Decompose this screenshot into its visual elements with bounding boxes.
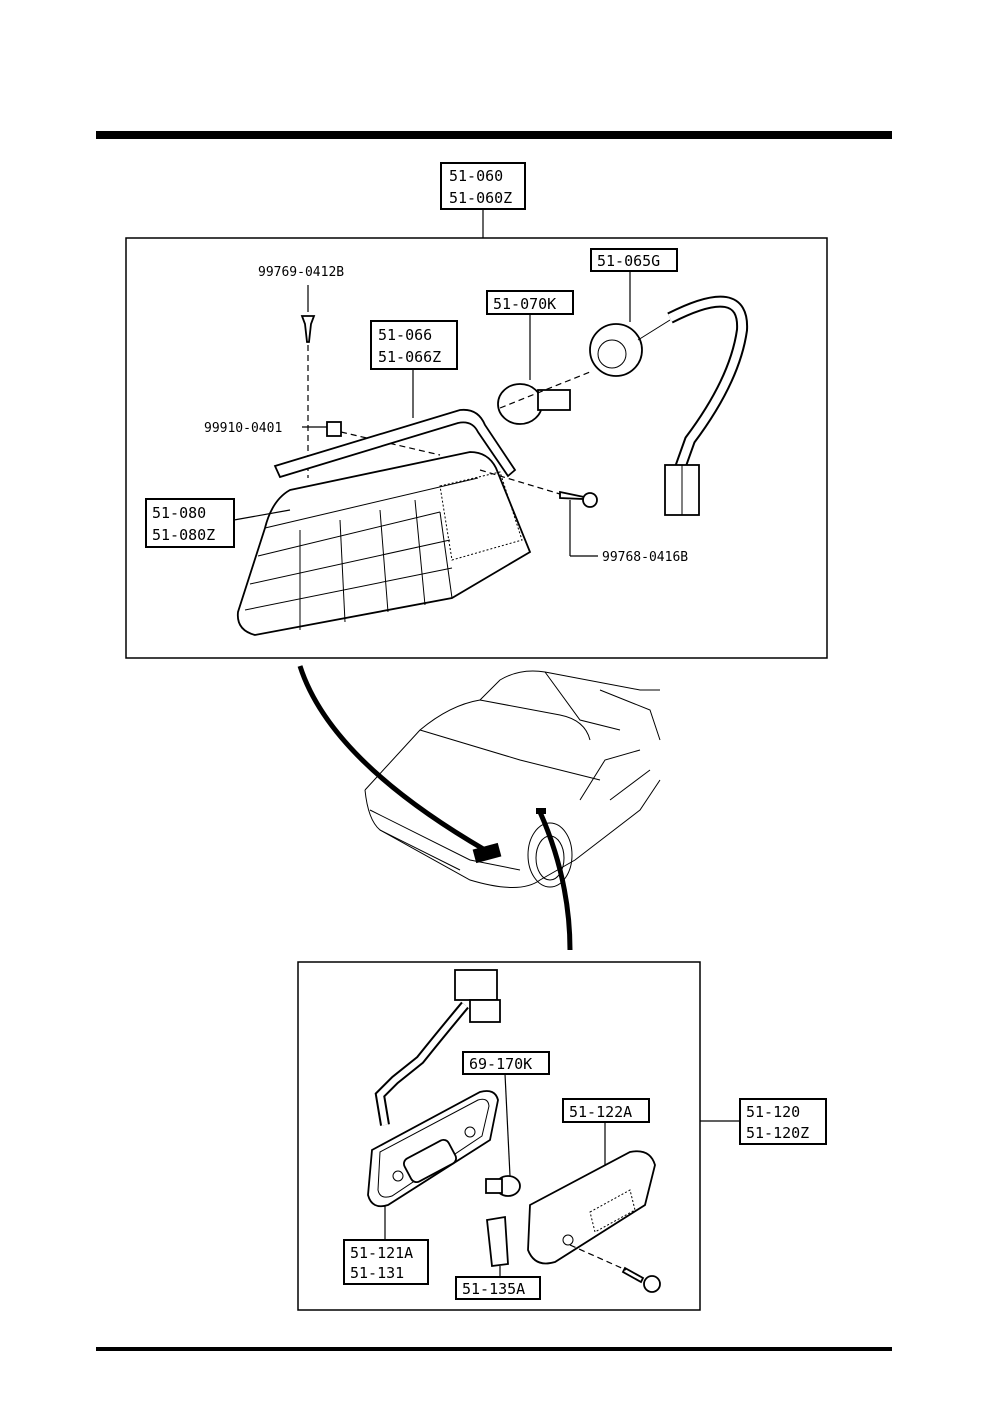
gasket-strip-icon	[273, 408, 517, 479]
callout-socket: 51-065G	[590, 248, 678, 272]
callout-lens-bottom: 51-122A	[562, 1098, 650, 1123]
side-marker-lamp-drawing	[367, 969, 661, 1293]
callout-text: 51-135A	[462, 1280, 525, 1298]
callout-assy-top: 51-060 51-060Z	[440, 162, 526, 210]
callout-text: 69-170K	[469, 1055, 532, 1073]
connector-icon	[454, 969, 498, 1001]
top-rule	[96, 131, 892, 139]
bulb-bottom-icon	[485, 1073, 521, 1197]
label-nut: 99910-0401	[204, 421, 282, 436]
pad-icon	[486, 1215, 509, 1268]
screw-top-icon	[300, 315, 316, 343]
upper-frame	[125, 237, 828, 659]
callout-text: 51-122A	[569, 1103, 632, 1121]
callout-text: 51-120	[746, 1103, 800, 1121]
lens-housing-icon	[236, 451, 532, 636]
callout-gasket: 51-066 51-066Z	[370, 320, 458, 370]
callout-assy-bottom: 51-120 51-120Z	[739, 1098, 827, 1145]
label-screw-top: 99769-0412B	[258, 265, 344, 280]
callout-text: 51-120Z	[746, 1124, 809, 1142]
callout-text: 51-066Z	[378, 348, 441, 366]
vehicle-front-drawing	[297, 665, 661, 951]
marker-lens-icon	[527, 1150, 656, 1265]
callout-pad: 51-135A	[455, 1276, 541, 1300]
callout-text: 51-065G	[597, 252, 660, 270]
front-combination-lamp-drawing	[233, 270, 749, 636]
lower-frame	[297, 961, 701, 1311]
clip-nut-icon	[326, 421, 342, 437]
callout-text: 51-080	[152, 504, 206, 522]
callout-text: 51-070K	[493, 295, 556, 313]
bulb-top-icon	[497, 315, 571, 425]
socket-harness-icon	[589, 270, 749, 516]
callout-text: 51-131	[350, 1264, 404, 1282]
callout-text: 51-060	[449, 167, 503, 185]
callout-text: 51-066	[378, 326, 432, 344]
callout-bulb-top: 51-070K	[486, 290, 574, 315]
callout-gasket-bottom: 51-121A 51-131	[343, 1239, 429, 1285]
label-screw-side: 99768-0416B	[602, 550, 688, 565]
callout-text: 51-121A	[350, 1244, 413, 1262]
bottom-rule	[96, 1347, 892, 1351]
screw-side-icon	[559, 490, 585, 500]
callout-bulb-bottom: 69-170K	[462, 1051, 550, 1075]
callout-text: 51-060Z	[449, 189, 512, 207]
callout-text: 51-080Z	[152, 526, 215, 544]
screw-bottom-icon	[621, 1266, 645, 1284]
callout-lens-top: 51-080 51-080Z	[145, 498, 235, 548]
